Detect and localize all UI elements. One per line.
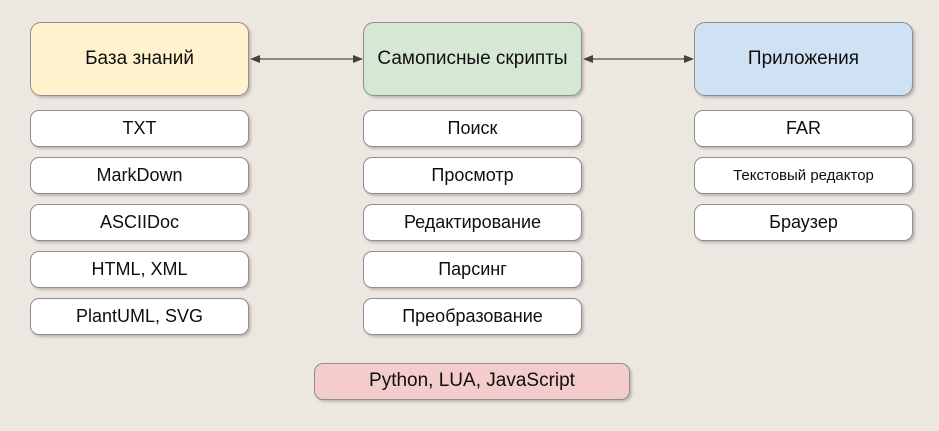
node-applications-item-text-editor[interactable]: Текстовый редактор [694,157,913,194]
node-knowledge-base-header[interactable]: База знаний [30,22,249,96]
node-custom-scripts-item-edit[interactable]: Редактирование [363,204,582,241]
node-label: Браузер [769,211,838,232]
node-applications-item-far[interactable]: FAR [694,110,913,147]
node-applications-item-browser[interactable]: Браузер [694,204,913,241]
node-label: ASCIIDoc [99,211,180,232]
node-label: Python, LUA, JavaScript [369,370,575,392]
node-knowledge-base-item-asciidoc[interactable]: ASCIIDoc [30,204,249,241]
node-custom-scripts-item-parsing[interactable]: Парсинг [363,251,582,288]
node-label: TXT [122,117,157,138]
node-custom-scripts-item-transform[interactable]: Преобразование [363,298,582,335]
node-knowledge-base-item-txt[interactable]: TXT [30,110,249,147]
node-label: PlantUML, SVG [75,305,204,326]
node-label: Просмотр [431,164,514,185]
node-knowledge-base-item-plantuml-svg[interactable]: PlantUML, SVG [30,298,249,335]
node-label: База знаний [85,47,194,69]
node-custom-scripts-item-search[interactable]: Поиск [363,110,582,147]
node-knowledge-base-item-html-xml[interactable]: HTML, XML [30,251,249,288]
connector-custom-scripts-to-applications [583,53,694,65]
node-label: Преобразование [402,305,543,326]
node-label: Редактирование [403,211,542,232]
node-label: Парсинг [438,258,507,279]
connector-knowledge-base-to-custom-scripts [250,53,363,65]
node-label: HTML, XML [91,258,188,279]
node-label: FAR [785,117,821,138]
node-label: Приложения [747,47,860,69]
node-footer-languages[interactable]: Python, LUA, JavaScript [314,363,630,400]
node-custom-scripts-item-view[interactable]: Просмотр [363,157,582,194]
node-label: MarkDown [96,164,183,185]
node-label: Текстовый редактор [733,166,874,184]
node-label: Поиск [447,117,498,138]
node-applications-header[interactable]: Приложения [694,22,913,96]
node-knowledge-base-item-markdown[interactable]: MarkDown [30,157,249,194]
node-custom-scripts-header[interactable]: Самописные скрипты [363,22,582,96]
node-label: Самописные скрипты [377,47,568,69]
